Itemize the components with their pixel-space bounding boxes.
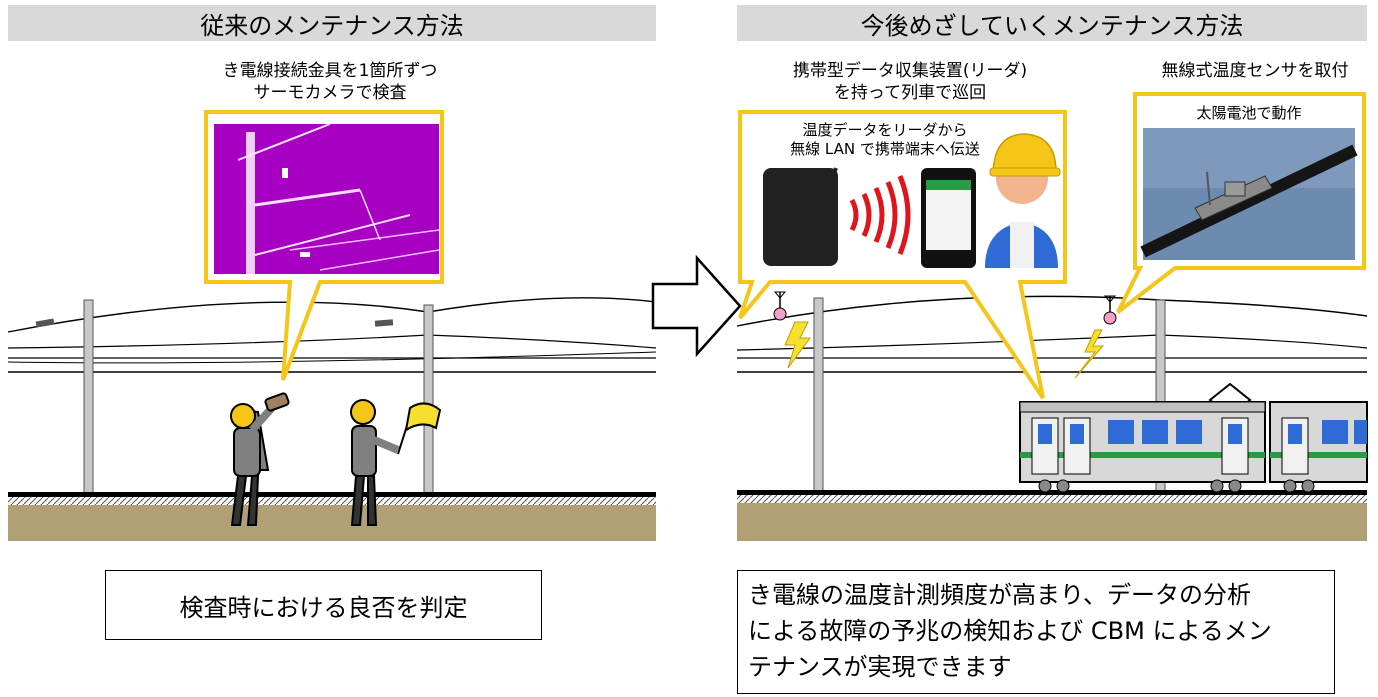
left-ground bbox=[8, 492, 656, 541]
right-header: 今後めざしていくメンテナンス方法 bbox=[737, 5, 1367, 41]
solar-text-label: 太陽電池で動作 bbox=[1196, 104, 1302, 122]
right-header-text: 今後めざしていくメンテナンス方法 bbox=[860, 11, 1244, 40]
arrow-icon bbox=[651, 254, 742, 358]
reader-caption-line-2: を持って列車で巡回 bbox=[833, 83, 987, 103]
antenna-icon bbox=[773, 291, 1117, 325]
sensor-caption: 無線式温度センサを取付 bbox=[1140, 60, 1370, 82]
left-catenary bbox=[7, 297, 657, 373]
right-catenary bbox=[736, 295, 1368, 373]
right-result-box: き電線の温度計測頻度が高まり、データの分析 による故障の予兆の検知および CBM… bbox=[737, 570, 1335, 694]
solar-text: 太陽電池で動作 bbox=[1143, 104, 1355, 123]
wireless-signal-icon bbox=[849, 175, 911, 255]
transfer-text-line-1: 温度データをリーダから bbox=[802, 121, 968, 139]
left-header: 従来のメンテナンス方法 bbox=[8, 5, 656, 41]
worker-with-camera bbox=[230, 392, 290, 526]
transfer-text: 温度データをリーダから 無線 LAN で携帯端末へ伝送 bbox=[750, 121, 1020, 159]
transfer-text-line-2: 無線 LAN で携帯端末へ伝送 bbox=[790, 140, 980, 158]
thermal-camera-photo bbox=[214, 123, 440, 274]
right-result-line-3: テナンスが実現できます bbox=[748, 653, 1012, 681]
right-result-line-1: き電線の温度計測頻度が高まり、データの分析 bbox=[748, 581, 1252, 609]
reader-caption-line-1: 携帯型データ収集装置(リーダ) bbox=[792, 61, 1028, 81]
right-result-line-2: による故障の予兆の検知および CBM によるメン bbox=[748, 617, 1272, 645]
lightning-icon bbox=[784, 321, 1105, 379]
smartphone-icon bbox=[921, 168, 976, 268]
worker-with-flag bbox=[350, 399, 442, 526]
left-header-text: 従来のメンテナンス方法 bbox=[200, 11, 464, 40]
left-result-text: 検査時における良否を判定 bbox=[179, 593, 468, 622]
worker-icon bbox=[985, 133, 1061, 268]
reader-device-icon bbox=[763, 167, 838, 266]
left-caption-line-1: き電線接続金具を1箇所ずつ bbox=[222, 61, 438, 81]
sensor-caption-text: 無線式温度センサを取付 bbox=[1161, 61, 1349, 81]
right-ground bbox=[737, 490, 1367, 541]
reader-caption: 携帯型データ収集装置(リーダ) を持って列車で巡回 bbox=[730, 60, 1090, 104]
train-icon bbox=[1019, 382, 1368, 493]
left-caption-line-2: サーモカメラで検査 bbox=[253, 83, 407, 103]
left-caption: き電線接続金具を1箇所ずつ サーモカメラで検査 bbox=[150, 60, 510, 104]
left-result-box: 検査時における良否を判定 bbox=[105, 570, 542, 640]
sensor-photo bbox=[1140, 128, 1358, 260]
